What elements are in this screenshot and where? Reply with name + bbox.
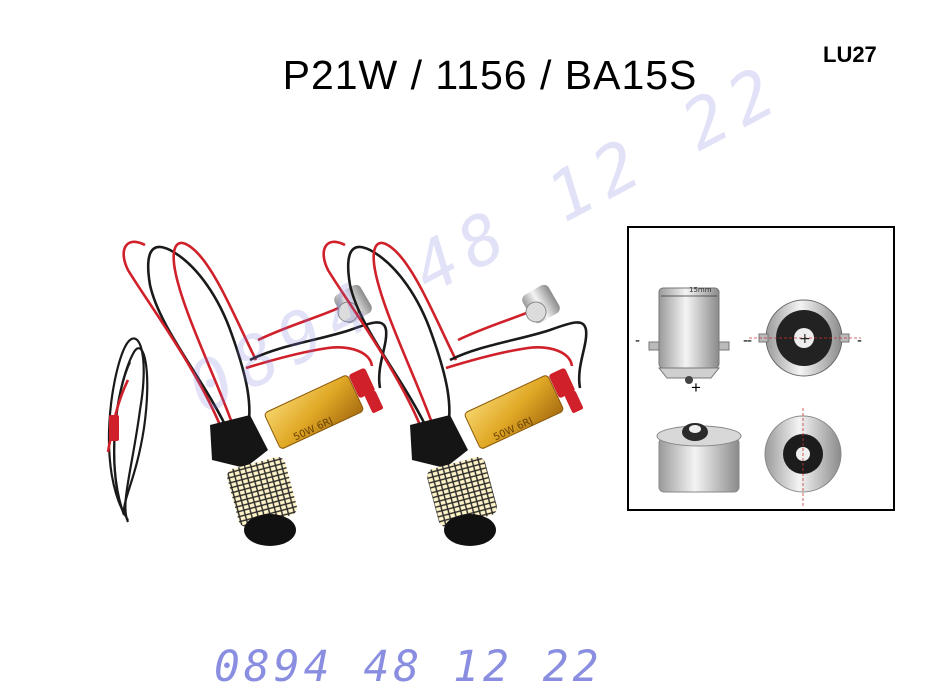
base-photo xyxy=(656,423,742,493)
cable-connector xyxy=(109,415,119,441)
left-bulb-kit: 50W 6RJ xyxy=(122,240,388,546)
minus-label-mid-right: - xyxy=(747,332,752,349)
plus-label: + xyxy=(691,378,701,397)
phone-number: 0894 48 12 22 xyxy=(214,642,603,692)
dimension-label: 15mm xyxy=(689,286,712,294)
svg-text:+: + xyxy=(799,331,811,347)
product-code: LU27 xyxy=(823,42,877,67)
base-bottom-view: + xyxy=(749,299,861,377)
minus-label-mid-left: - xyxy=(743,332,748,349)
base-end-photo xyxy=(764,408,842,506)
page-title: P21W / 1156 / BA15S xyxy=(282,52,698,98)
minus-label-left: - xyxy=(635,332,640,349)
minus-label-right: - xyxy=(857,332,862,349)
base-diagram-panel: + 15mm - - - - + xyxy=(627,226,895,511)
base-side-view xyxy=(648,287,730,384)
right-bulb-kit: 50W 6RJ xyxy=(322,240,588,546)
